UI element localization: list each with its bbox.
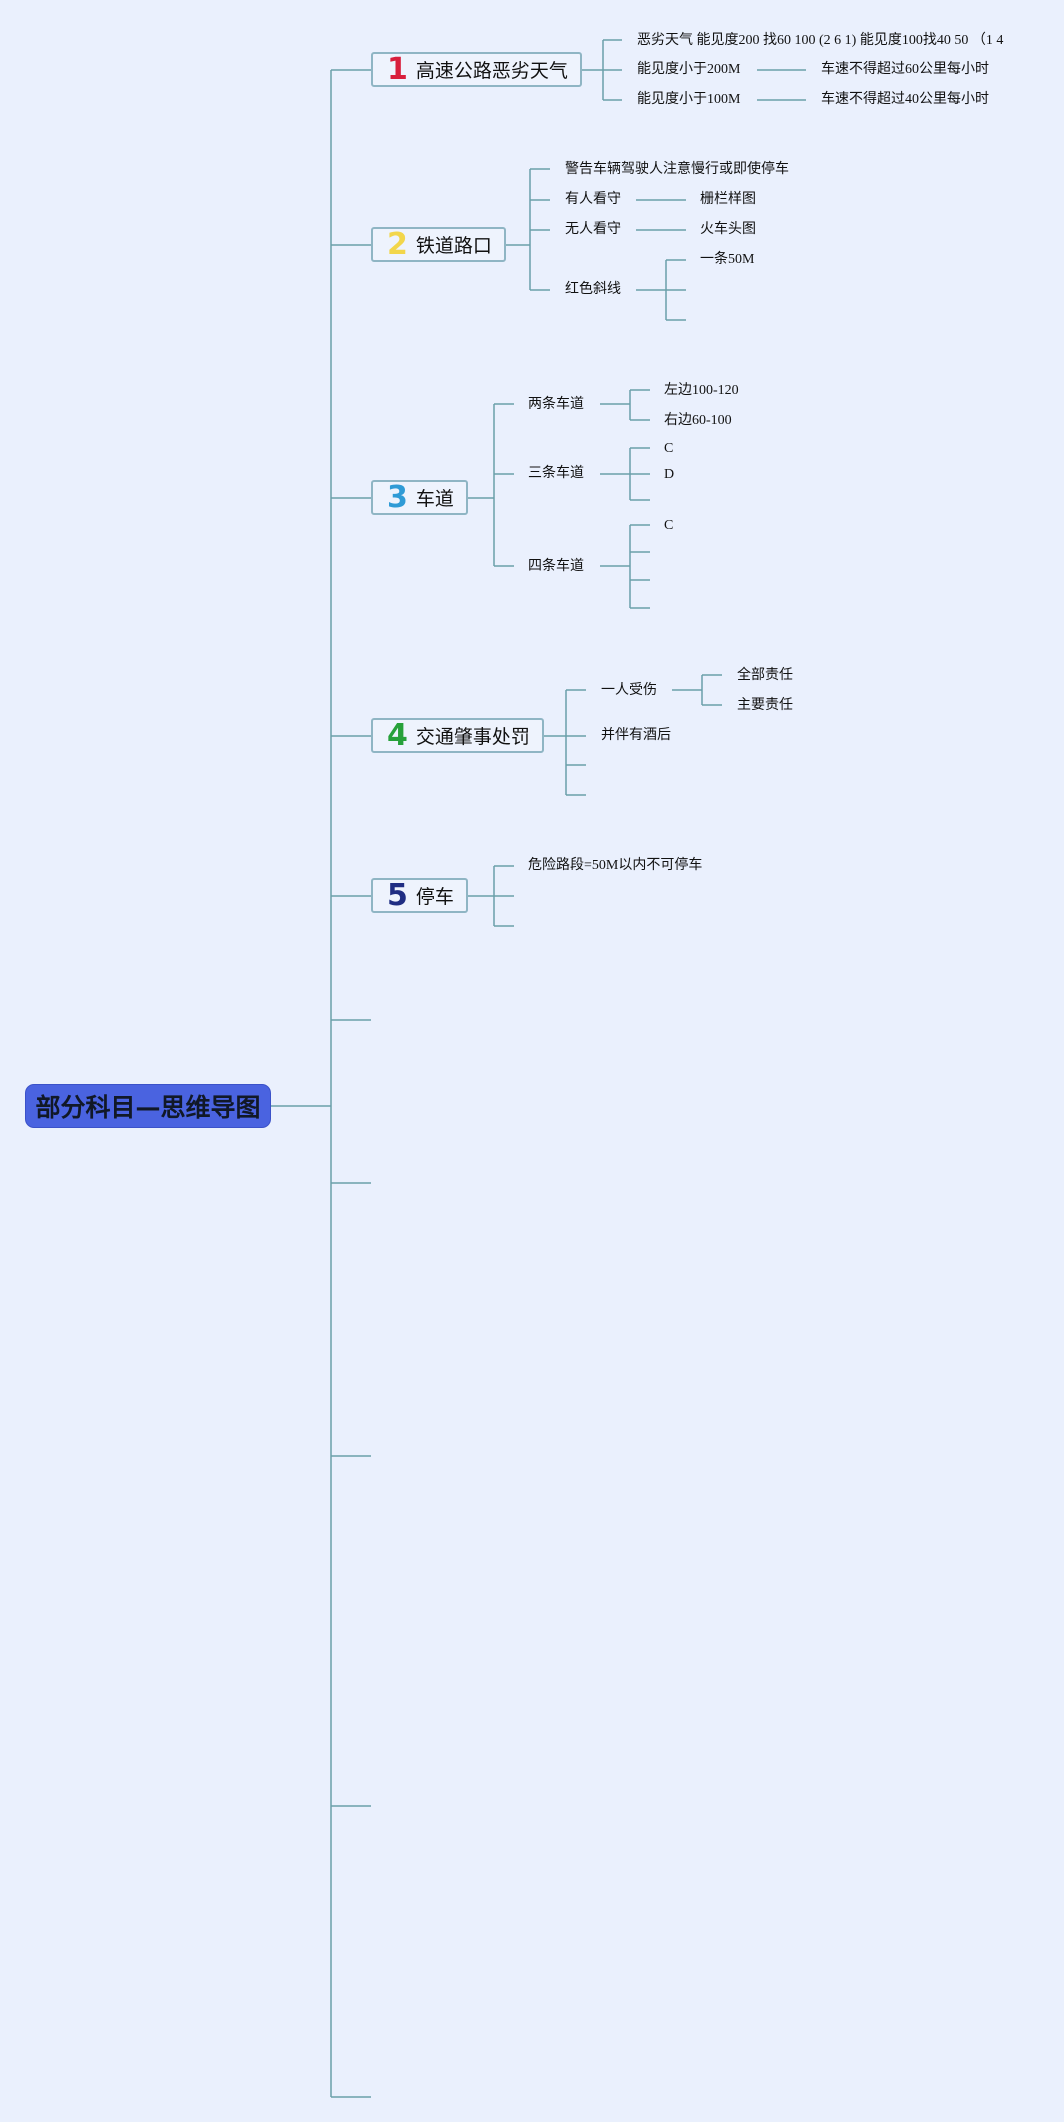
branch-label: 车道 xyxy=(415,488,454,510)
leaf-main-liability[interactable]: 主要责任 xyxy=(737,698,793,713)
branch-highway-weather[interactable]: 1 高速公路恶劣天气 xyxy=(371,52,582,87)
root-topic-label: 部分科目—思维导图 xyxy=(35,1093,261,1122)
branch-parking[interactable]: 5 停车 xyxy=(371,878,468,913)
leaf-drunk-driving[interactable]: 并伴有酒后 xyxy=(601,728,671,743)
leaf-one-injured[interactable]: 一人受伤 xyxy=(601,683,657,698)
branch-number-1: 1 xyxy=(387,51,408,87)
leaf-bad-weather-rule[interactable]: 恶劣天气 能见度200 找60 100 (2 6 1) 能见度100找40 50… xyxy=(637,33,1004,48)
branch-label: 高速公路恶劣天气 xyxy=(415,60,568,82)
leaf-fence-sign[interactable]: 栅栏样图 xyxy=(700,192,756,207)
branch-label: 停车 xyxy=(415,886,454,908)
leaf-four-lanes[interactable]: 四条车道 xyxy=(528,559,584,574)
leaf-warning-slow-down[interactable]: 警告车辆驾驶人注意慢行或即使停车 xyxy=(565,162,789,177)
leaf-unguarded[interactable]: 无人看守 xyxy=(565,222,621,237)
root-topic[interactable]: 部分科目—思维导图 xyxy=(25,1084,271,1128)
leaf-right-60-100[interactable]: 右边60-100 xyxy=(664,413,732,428)
leaf-one-stripe-50m[interactable]: 一条50M xyxy=(700,252,755,267)
branch-accident-penalty[interactable]: 4 交通肇事处罚 xyxy=(371,718,544,753)
branch-number-2: 2 xyxy=(387,226,408,262)
branch-label: 铁道路口 xyxy=(415,235,492,257)
leaf-no-parking-50m[interactable]: 危险路段=50M以内不可停车 xyxy=(528,858,703,873)
leaf-speed-40[interactable]: 车速不得超过40公里每小时 xyxy=(821,92,989,107)
leaf-visibility-100[interactable]: 能见度小于100M xyxy=(637,92,741,107)
leaf-three-lanes[interactable]: 三条车道 xyxy=(528,466,584,481)
leaf-locomotive-sign[interactable]: 火车头图 xyxy=(700,222,756,237)
leaf-left-100-120[interactable]: 左边100-120 xyxy=(664,383,739,398)
leaf-visibility-200[interactable]: 能见度小于200M xyxy=(637,62,741,77)
leaf-guarded[interactable]: 有人看守 xyxy=(565,192,621,207)
leaf-lane-c[interactable]: C xyxy=(664,518,674,533)
branch-label: 交通肇事处罚 xyxy=(415,726,530,748)
branch-number-3: 3 xyxy=(387,479,408,515)
branch-railway-crossing[interactable]: 2 铁道路口 xyxy=(371,227,506,262)
leaf-lane-d[interactable]: D xyxy=(664,467,675,482)
leaf-speed-60[interactable]: 车速不得超过60公里每小时 xyxy=(821,62,989,77)
leaf-two-lanes[interactable]: 两条车道 xyxy=(528,397,584,412)
branch-number-5: 5 xyxy=(387,877,408,913)
leaf-lane-c[interactable]: C xyxy=(664,441,674,456)
leaf-red-stripes[interactable]: 红色斜线 xyxy=(565,282,621,297)
branch-lanes[interactable]: 3 车道 xyxy=(371,480,468,515)
leaf-full-liability[interactable]: 全部责任 xyxy=(737,668,793,683)
branch-number-4: 4 xyxy=(387,717,408,753)
